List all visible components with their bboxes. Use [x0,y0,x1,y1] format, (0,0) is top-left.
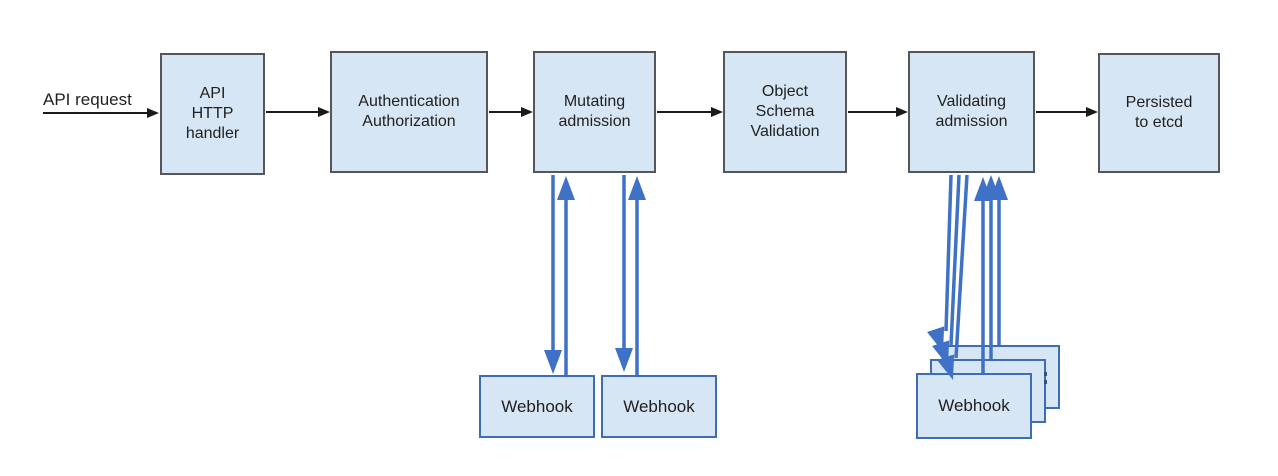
arrow-webhook1-to-mutating [557,176,575,375]
api-request-label: API request [43,90,132,109]
arrow-webhook2-to-mutating [628,176,646,375]
connector-mutating-to-schema [657,107,723,117]
connector-schema-to-validating [848,107,908,117]
node-object-schema-validation: Object Schema Validation [723,51,847,173]
arrow-validating-to-webhooks-1 [927,174,953,352]
node-authentication-authorization: Authentication Authorization [330,51,488,173]
node-api-http-handler: API HTTP handler [160,53,265,175]
node-mutating-webhook-2: Webhook [601,375,717,438]
arrow-webhooks-to-validating-1 [974,177,992,373]
connector-validating-to-etcd [1036,107,1098,117]
arrow-webhooks-to-validating-3 [990,176,1008,345]
arrow-mutating-to-webhook1 [544,175,562,374]
arrow-webhooks-to-validating-2 [982,175,1000,359]
arrow-mutating-to-webhook2 [615,175,633,372]
arrow-validating-to-webhooks-2 [932,174,961,366]
node-persisted-to-etcd: Persisted to etcd [1098,53,1220,173]
connector-handler-to-auth [266,107,330,117]
node-validating-webhook-front: Webhook [916,373,1032,439]
node-mutating-admission: Mutating admission [533,51,656,173]
node-mutating-webhook-1: Webhook [479,375,595,438]
node-validating-admission: Validating admission [908,51,1035,173]
connector-auth-to-mutating [489,107,533,117]
